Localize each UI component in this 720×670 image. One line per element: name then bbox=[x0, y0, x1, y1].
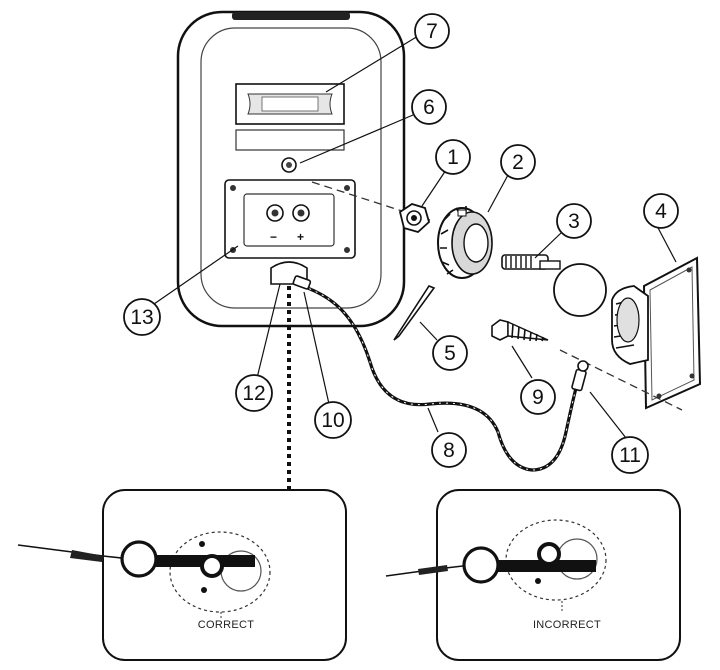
wall-bracket bbox=[611, 256, 702, 410]
terminal-plate: − + bbox=[224, 179, 356, 259]
callout-4-label: 4 bbox=[655, 200, 667, 223]
callout-12-label: 12 bbox=[242, 382, 265, 405]
callout-1: 1 bbox=[435, 139, 471, 175]
threaded-insert bbox=[281, 157, 297, 173]
hex-nut bbox=[398, 203, 431, 234]
callout-6: 6 bbox=[411, 89, 447, 125]
callout-10: 10 bbox=[314, 401, 352, 439]
tether-ring-incorrect bbox=[462, 546, 500, 584]
terminal-minus-label: − bbox=[270, 230, 277, 244]
alignment-line-lower bbox=[559, 349, 683, 411]
wall-screw bbox=[491, 319, 549, 342]
callout-8-label: 8 bbox=[443, 439, 455, 462]
callout-6-label: 6 bbox=[423, 96, 435, 119]
callout-7: 7 bbox=[414, 13, 450, 49]
inset-correct: CORRECT bbox=[17, 489, 347, 661]
knurled-lock-ring bbox=[437, 206, 493, 279]
callout-7-label: 7 bbox=[426, 20, 438, 43]
callout-1-label: 1 bbox=[447, 146, 459, 169]
label-plate bbox=[235, 129, 345, 151]
callout-3: 3 bbox=[556, 203, 592, 239]
callout-3-label: 3 bbox=[568, 210, 580, 233]
safety-tether-cable bbox=[292, 275, 589, 472]
anchor-outline-correct bbox=[169, 531, 271, 613]
inset-incorrect: INCORRECT bbox=[385, 489, 681, 661]
callout-4: 4 bbox=[643, 193, 679, 229]
anchor-outline-incorrect bbox=[505, 519, 607, 601]
leader-lines bbox=[153, 35, 677, 439]
callout-5: 5 bbox=[432, 335, 468, 371]
callout-8: 8 bbox=[431, 432, 467, 468]
correct-label: CORRECT bbox=[198, 619, 255, 631]
top-slot bbox=[232, 12, 350, 20]
callout-11: 11 bbox=[611, 436, 649, 474]
terminal-plus-label: + bbox=[297, 230, 304, 244]
callout-11-label: 11 bbox=[619, 444, 641, 467]
callout-5-label: 5 bbox=[444, 342, 456, 365]
callout-2: 2 bbox=[500, 144, 536, 180]
tether-ring-correct bbox=[120, 540, 158, 578]
callout-10-label: 10 bbox=[321, 409, 344, 432]
callout-13: 13 bbox=[123, 298, 161, 336]
callout-9: 9 bbox=[520, 379, 556, 415]
callout-2-label: 2 bbox=[512, 151, 524, 174]
ball-stud bbox=[501, 254, 607, 317]
callout-9-label: 9 bbox=[532, 386, 544, 409]
incorrect-label: INCORRECT bbox=[533, 619, 601, 631]
speaker-cabinet: − + bbox=[176, 10, 406, 328]
allen-key bbox=[393, 285, 436, 341]
bass-port bbox=[235, 83, 345, 125]
callout-13-label: 13 bbox=[130, 306, 153, 329]
alignment-line-upper bbox=[311, 181, 431, 221]
callout-12: 12 bbox=[235, 374, 273, 412]
